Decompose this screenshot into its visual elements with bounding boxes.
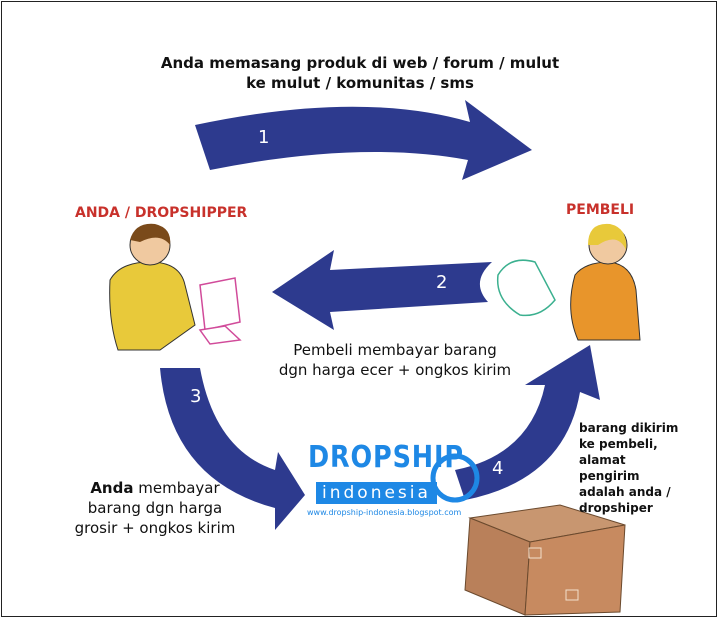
package-box-icon: [464, 504, 626, 616]
logo-dropship: DROPSHIP: [308, 440, 464, 475]
dropshipper-label: ANDA / DROPSHIPPER: [75, 205, 248, 221]
arrow-3: [160, 368, 305, 530]
logo-url: www.dropship-indonesia.blogspot.com: [307, 508, 462, 517]
caption-line: alamat: [579, 453, 626, 467]
step1-caption: Anda memasang produk di web / forum / mu…: [100, 53, 620, 93]
caption-line: dropshiper: [579, 501, 653, 515]
globe-icon: [430, 453, 480, 503]
caption-line: Anda memasang produk di web / forum / mu…: [160, 54, 560, 72]
step-number-3: 3: [190, 386, 202, 407]
caption-line: pengirim: [579, 469, 640, 483]
step-number-2: 2: [436, 272, 448, 293]
arrow-1: [195, 100, 532, 180]
caption-line: ke pembeli,: [579, 437, 658, 451]
caption-line: barang dgn harga: [87, 499, 223, 517]
caption-line: barang dikirim: [579, 421, 679, 435]
buyer-label: PEMBELI: [566, 202, 635, 218]
caption-bold: Anda: [90, 479, 134, 497]
step-number-1: 1: [258, 127, 270, 148]
logo-indonesia: indonesia: [316, 482, 437, 504]
step-number-4: 4: [492, 458, 504, 479]
caption-line: grosir + ongkos kirim: [74, 519, 236, 537]
arrow-4: [455, 345, 600, 500]
caption-line: Pembeli membayar barang: [293, 341, 497, 359]
buyer-figure: [496, 223, 641, 341]
caption-line: ke mulut / komunitas / sms: [246, 74, 474, 92]
caption-line: adalah anda /: [579, 485, 671, 499]
step2-caption: Pembeli membayar barang dgn harga ecer + …: [230, 340, 560, 380]
arrow-2: [272, 250, 492, 330]
step4-caption: barang dikirim ke pembeli, alamat pengir…: [579, 420, 678, 516]
caption-line: Anda membayar: [40, 478, 270, 498]
caption-rest: membayar: [133, 479, 220, 497]
dropshipper-figure: [109, 223, 242, 351]
caption-line: dgn harga ecer + ongkos kirim: [278, 361, 512, 379]
